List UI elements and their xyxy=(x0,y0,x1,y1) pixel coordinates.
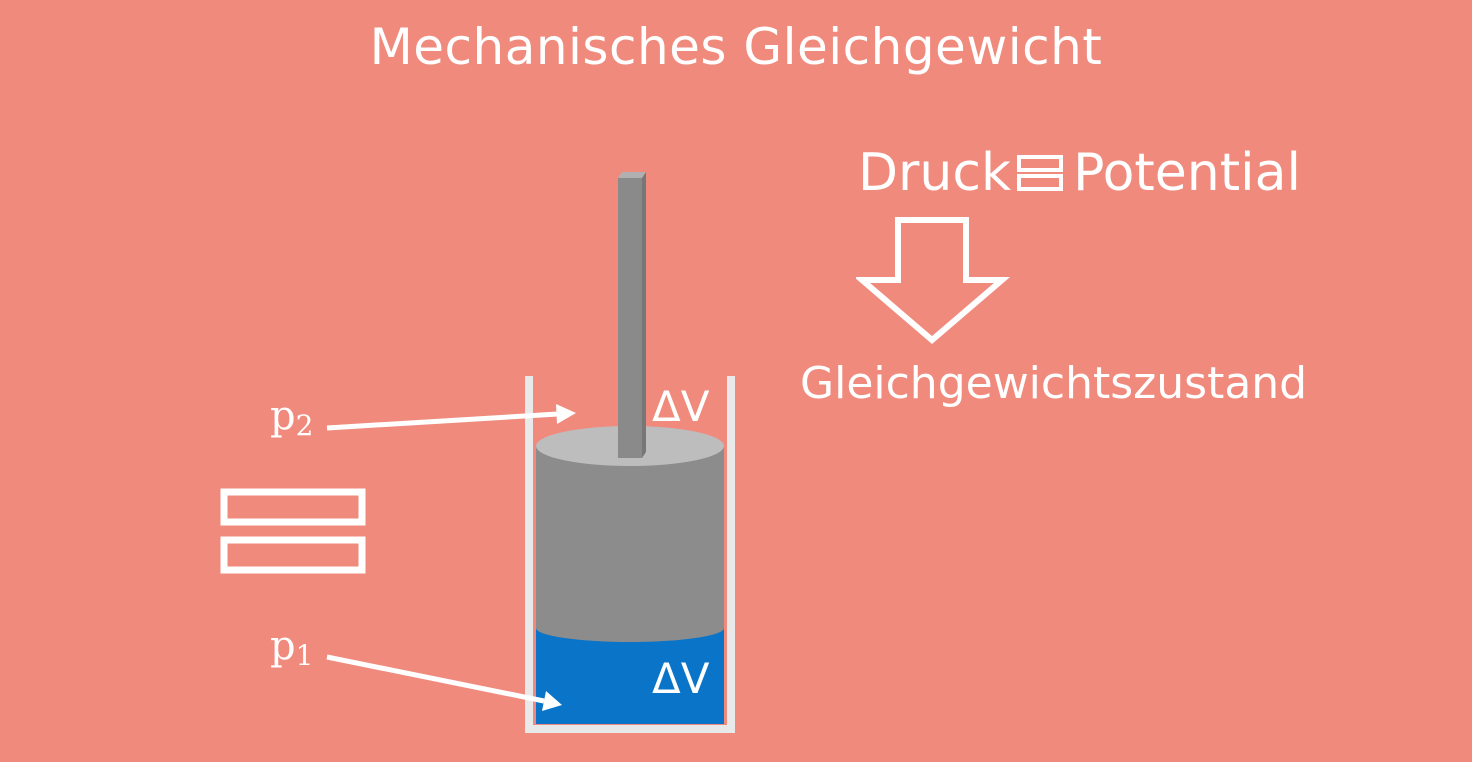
relation-right-term: Potential xyxy=(1073,143,1301,203)
equals-icon-large xyxy=(220,488,366,574)
delta-v-top-label: ΔV xyxy=(652,382,710,431)
piston xyxy=(536,426,724,642)
pressure-potential-relation: Druck Potential xyxy=(858,140,1301,206)
p1-arrow xyxy=(326,654,562,711)
p2-label: p2 xyxy=(270,394,313,448)
delta-v-bottom-label: ΔV xyxy=(652,654,710,703)
equals-icon-small xyxy=(1017,155,1064,191)
p1-label-subscript: 1 xyxy=(295,639,314,672)
page-title: Mechanisches Gleichgewicht xyxy=(369,18,1103,76)
equilibrium-state-label: Gleichgewichtszustand xyxy=(800,358,1308,409)
relation-left-term: Druck xyxy=(858,143,1012,203)
down-arrow-icon xyxy=(856,217,1010,344)
piston-rod xyxy=(618,172,646,458)
p1-label: p1 xyxy=(270,624,313,678)
container-walls xyxy=(525,376,735,733)
p1-label-base: p xyxy=(270,623,296,669)
p2-label-subscript: 2 xyxy=(295,409,314,442)
p2-label-base: p xyxy=(270,393,296,439)
p2-arrow xyxy=(326,404,576,431)
